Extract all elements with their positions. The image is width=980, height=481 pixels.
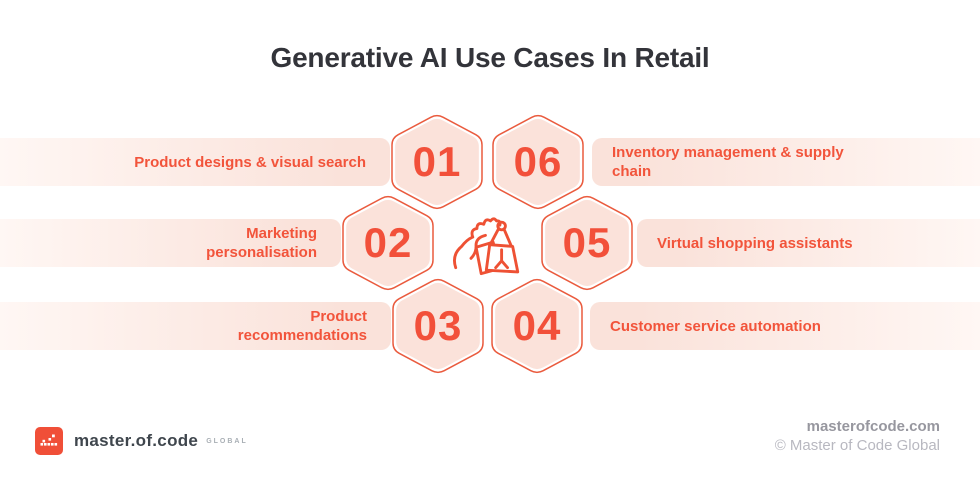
use-case-band-06: Inventory management & supply chain — [592, 138, 980, 186]
hexagon-number-02: 02 — [363, 219, 413, 266]
use-case-band-03: Product recommendations — [0, 302, 391, 350]
hexagon-02: 02 — [340, 192, 436, 294]
hexagon-shape — [492, 114, 584, 210]
hexagon-shape — [392, 278, 484, 374]
hexagon-shape — [491, 278, 583, 374]
hexagon-shape — [342, 195, 434, 291]
logo-suffix: GLOBAL — [206, 437, 248, 445]
hexagon-shape — [391, 114, 483, 210]
hexagon-number-05: 05 — [562, 219, 612, 266]
use-case-band-02: Marketing personalisation — [0, 219, 341, 267]
hexagon-04: 04 — [489, 275, 585, 377]
logo-wordmark: master.of.code — [74, 431, 199, 450]
hexagon-05: 05 — [539, 192, 635, 294]
use-case-label-04: Customer service automation — [610, 317, 821, 335]
use-case-band-05: Virtual shopping assistants — [637, 219, 980, 267]
use-case-label-02: Marketing personalisation — [206, 225, 317, 261]
footer-credits: masterofcode.com © Master of Code Global — [775, 417, 940, 455]
hexagon-number-01: 01 — [412, 138, 462, 185]
hexagon-number-03: 03 — [413, 302, 463, 349]
use-case-band-04: Customer service automation — [590, 302, 980, 350]
page-title: Generative AI Use Cases In Retail — [270, 42, 710, 73]
use-case-label-03: Product recommendations — [237, 308, 367, 344]
hexagon-06: 06 — [490, 111, 586, 213]
website-link[interactable]: masterofcode.com — [806, 418, 940, 435]
pixel-crown-logo-icon — [35, 427, 63, 455]
hexagon-number-04: 04 — [512, 302, 562, 349]
copyright-text: © Master of Code Global — [774, 437, 940, 454]
company-logo: master.of.code GLOBAL — [35, 427, 248, 455]
use-case-label-05: Virtual shopping assistants — [657, 234, 853, 252]
hexagon-01: 01 — [389, 111, 485, 213]
hexagon-03: 03 — [390, 275, 486, 377]
hexagon-shape — [541, 195, 633, 291]
hexagon-number-06: 06 — [513, 138, 563, 185]
use-case-label-01: Product designs & visual search — [134, 153, 366, 171]
use-case-label-06: Inventory management & supply chain — [612, 144, 844, 180]
hand-holding-shopping-bags-icon — [447, 209, 529, 277]
use-case-band-01: Product designs & visual search — [0, 138, 390, 186]
